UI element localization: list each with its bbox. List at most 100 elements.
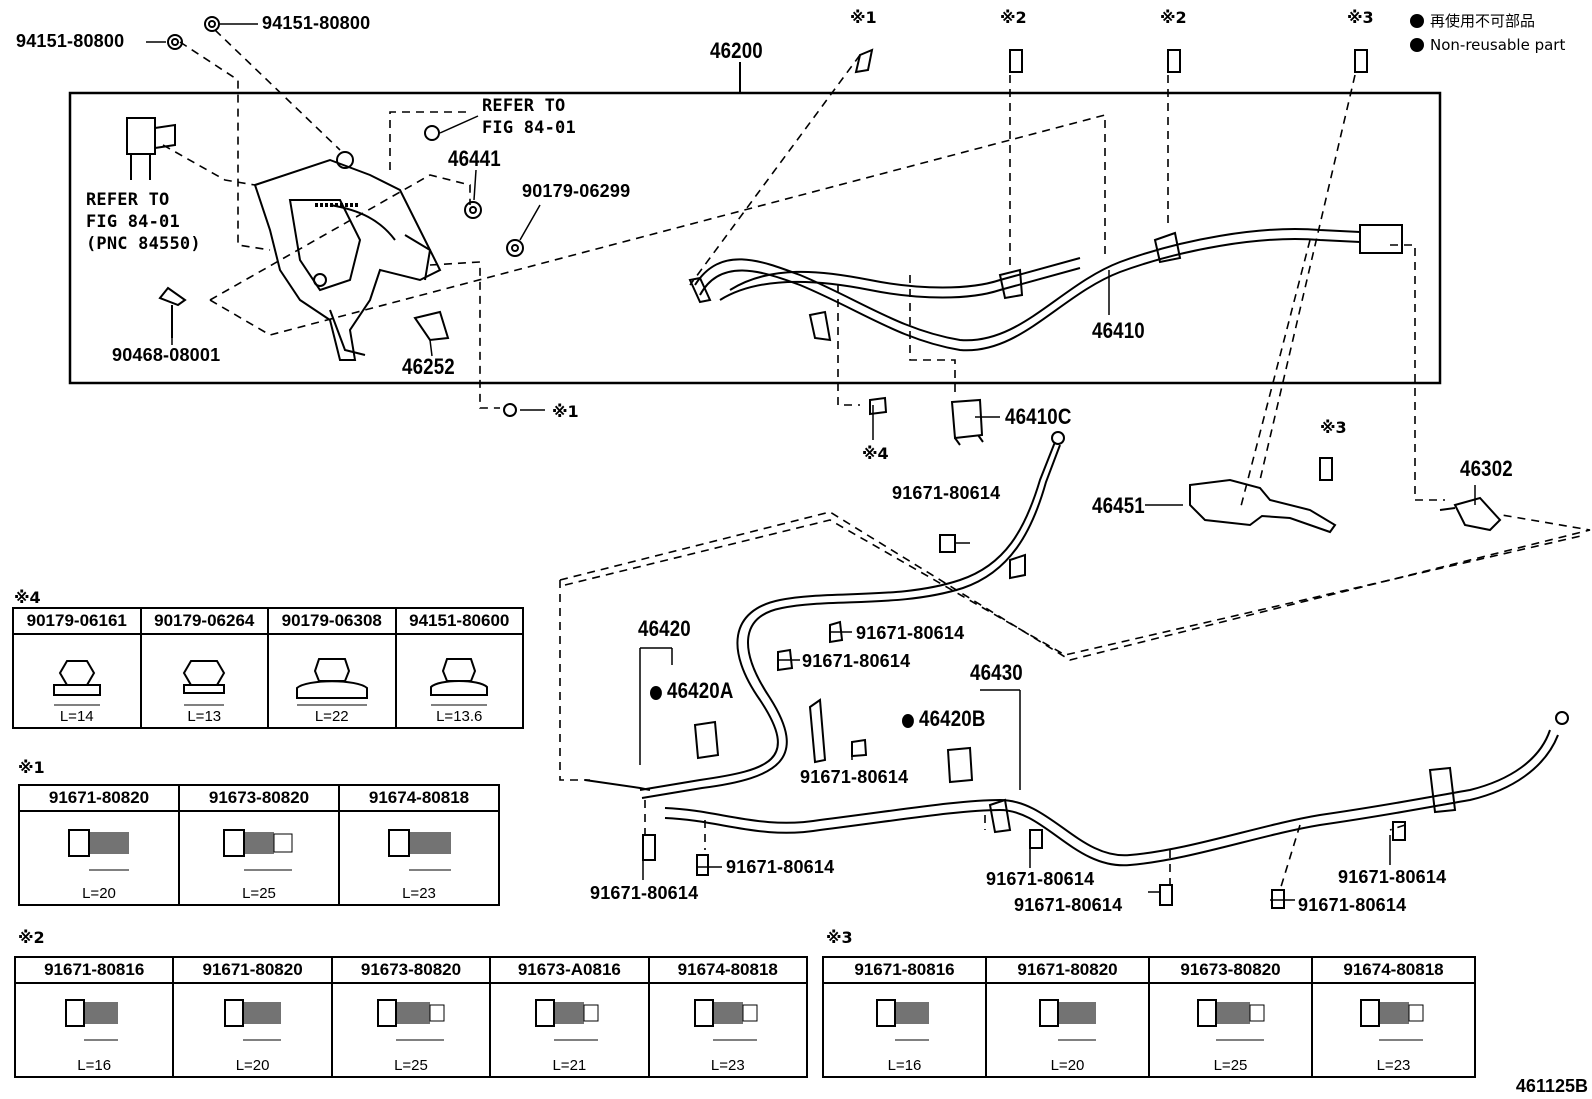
part-46302 [1453,496,1502,532]
label-91671-80614-g[interactable]: 91671-80614 [986,869,1095,889]
label-refer-pnc: (PNC 84550) [86,234,201,254]
table-4-cell: L=13 [139,633,269,729]
table-4-length: L=22 [314,708,349,725]
table-1-header: 91674-80818 [338,784,500,812]
table-2-cell: L=16 [13,982,175,1078]
table-2-length: L=25 [394,1057,428,1074]
bolt-icon [388,829,451,871]
table-3-header: 91674-80818 [1311,956,1476,984]
table-2-header: 91673-A0816 [489,956,650,984]
label-91671-80614-h[interactable]: 91671-80614 [1014,895,1123,915]
bolt-icon [223,829,293,871]
table-3-bolts: 91671-80816 91671-80820 91673-80820 9167… [822,956,1476,1078]
label-46420[interactable]: 46420 [638,616,691,641]
non-reusable-dot-icon [1410,38,1424,52]
legend-ja-text: 再使用不可部品 [1430,12,1536,30]
table-4-length: L=14 [59,708,94,725]
cable-46420 [584,431,1065,799]
label-refer-to-2: REFER TO [86,190,170,210]
bolt-icon [65,999,119,1041]
label-46420A[interactable]: 46420A [650,680,734,702]
non-reusable-dot-icon [902,714,914,728]
table-2-cell: L=23 [647,982,809,1078]
table-1-cell: L=25 [178,810,340,906]
table-3-mark: ※3 [826,928,853,947]
mark-2-top-a: ※2 [1000,8,1027,27]
label-46200[interactable]: 46200 [710,38,763,63]
label-91671-80614-a[interactable]: 91671-80614 [892,483,1001,503]
table-1-cell: L=20 [18,810,180,906]
bolt-icon [875,999,929,1041]
label-91671-80614-i[interactable]: 91671-80614 [1298,895,1407,915]
table-4-cell: L=22 [267,633,397,729]
table-1-length: L=25 [242,885,276,902]
label-91671-80614-b[interactable]: 91671-80614 [856,623,965,643]
table-2-bolts: 91671-80816 91671-80820 91673-80820 9167… [13,956,809,1078]
label-94151-80800-top[interactable]: 94151-80800 [262,13,371,33]
part-46410C [950,398,984,446]
table-4-cell: L=13.6 [394,633,524,729]
table-2-header: 91673-80820 [330,956,492,984]
label-refer-fig-2[interactable]: FIG 84-01 [86,212,180,232]
table-1-mark: ※1 [18,758,45,777]
mark-1-mid: ※1 [552,402,579,421]
label-46420B[interactable]: 46420B [902,708,986,730]
bolt-icon [535,999,599,1041]
label-91671-80614-f[interactable]: 91671-80614 [590,883,699,903]
non-reusable-dot-icon [1410,14,1424,28]
cable-46410 [688,224,1403,352]
table-2-length: L=23 [710,1057,745,1074]
legend-english: Non-reusable part [1410,36,1565,54]
mark-3-top: ※3 [1347,8,1374,27]
table-1-cell: L=23 [338,810,500,906]
table-2-mark: ※2 [18,928,45,947]
label-46420B-text: 46420B [919,706,986,731]
switch-ref-84-01 [126,117,176,180]
label-46252[interactable]: 46252 [402,354,455,379]
part-46252 [413,310,450,342]
label-91671-80614-c[interactable]: 91671-80614 [802,651,911,671]
table-4-header: 90179-06308 [267,607,397,635]
table-4-length: L=13 [187,708,222,725]
table-1-header: 91671-80820 [18,784,180,812]
table-3-cell: L=23 [1311,982,1476,1078]
table-4-header: 90179-06161 [12,607,142,635]
assembly-46200-box [68,91,1442,385]
part-46420B [946,746,974,784]
table-2-cell: L=25 [330,982,492,1078]
table-1-header: 91673-80820 [178,784,340,812]
label-46302[interactable]: 46302 [1460,456,1513,481]
label-refer-fig-1[interactable]: FIG 84-01 [482,118,576,138]
table-4-header: 94151-80600 [394,607,524,635]
table-2-cell: L=20 [172,982,333,1078]
mark-3-mid: ※3 [1320,418,1347,437]
label-46441[interactable]: 46441 [448,146,501,171]
label-90179-06299[interactable]: 90179-06299 [522,181,631,201]
table-2-length: L=21 [552,1057,587,1074]
flange-nut-icon [430,658,489,706]
legend-en-text: Non-reusable part [1430,36,1566,54]
table-2-header: 91674-80818 [647,956,809,984]
flange-nut-icon [183,660,226,706]
label-90468-08001[interactable]: 90468-08001 [112,345,221,365]
label-91671-80614-j[interactable]: 91671-80614 [1338,867,1447,887]
table-3-length: L=20 [1050,1057,1085,1074]
table-3-cell: L=25 [1148,982,1313,1078]
label-refer-to-1: REFER TO [482,96,566,116]
non-reusable-dot-icon [650,686,662,700]
table-3-cell: L=16 [822,982,987,1078]
label-46410[interactable]: 46410 [1092,318,1145,343]
table-1-length: L=23 [402,885,436,902]
label-91671-80614-d[interactable]: 91671-80614 [800,767,909,787]
label-46430[interactable]: 46430 [970,660,1023,685]
table-2-length: L=20 [235,1057,270,1074]
table-3-header: 91671-80820 [985,956,1150,984]
label-91671-80614-e[interactable]: 91671-80614 [726,857,835,877]
label-46451[interactable]: 46451 [1092,493,1145,518]
bolt-icon [1359,999,1423,1041]
label-94151-80800-left[interactable]: 94151-80800 [16,31,125,51]
label-46420A-text: 46420A [667,678,734,703]
label-46410C[interactable]: 46410C [1005,404,1072,429]
table-2-header: 91671-80816 [13,956,175,984]
